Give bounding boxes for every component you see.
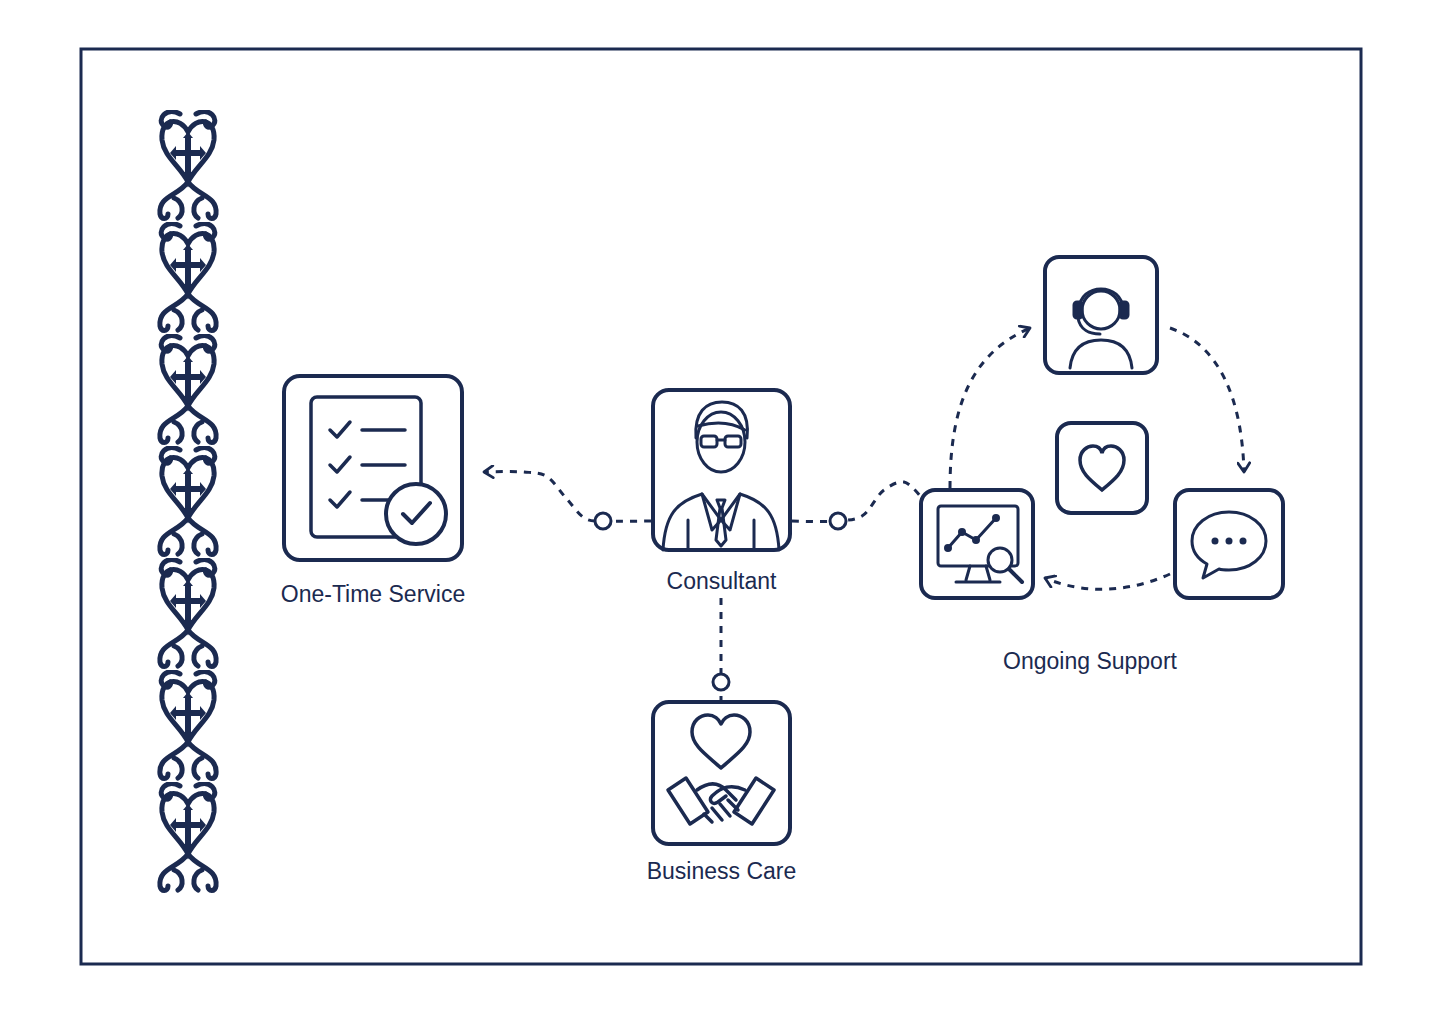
fingers — [704, 800, 738, 822]
ornament-motif — [160, 224, 216, 331]
necktie — [716, 500, 726, 546]
glasses-lens — [725, 436, 741, 447]
box-outline — [651, 700, 792, 846]
connector-group — [713, 598, 729, 700]
analytics-icon — [938, 506, 1022, 582]
chart-point — [960, 530, 965, 535]
heart-symbol — [692, 715, 750, 768]
cycle-arrow — [1045, 574, 1170, 589]
ornament-motif — [160, 672, 216, 779]
chart-point — [974, 538, 979, 543]
check-mark — [330, 492, 350, 507]
connector-dot — [830, 513, 846, 529]
sleeve-right — [734, 778, 774, 824]
support-cluster — [921, 257, 1283, 598]
check-mark — [330, 457, 350, 472]
checklist-icon — [311, 397, 446, 544]
node-label: One-Time Service — [262, 581, 484, 607]
connector-dot — [713, 674, 729, 690]
icon-frame — [1045, 257, 1157, 373]
ornament-motif — [160, 448, 216, 555]
box-outline — [651, 388, 792, 552]
ornament-motif — [160, 336, 216, 443]
box-outline — [282, 374, 464, 562]
chat-dot — [1212, 538, 1219, 545]
node-label: Business Care — [631, 858, 812, 884]
chat-dot — [1226, 538, 1233, 545]
chart-point — [994, 516, 999, 521]
microphone-arm — [1078, 318, 1100, 334]
consultant-icon — [663, 402, 779, 550]
connector-dot — [595, 513, 611, 529]
dashed-connector — [484, 472, 651, 522]
icon-frame — [921, 490, 1033, 598]
magnifier-handle — [1009, 569, 1022, 582]
heart-symbol — [1080, 446, 1124, 490]
headband — [1079, 289, 1123, 310]
connector-group — [484, 472, 651, 529]
glasses-bridge — [717, 439, 725, 442]
icon-group: Ongoing Support — [921, 250, 1290, 680]
jacket-lines — [688, 520, 754, 550]
icon-box: Consultant — [651, 388, 792, 598]
shoulders — [663, 494, 779, 550]
check-badge — [386, 484, 446, 544]
ornament-motif — [160, 112, 216, 219]
glasses-lens — [701, 436, 717, 447]
connector-group — [792, 482, 921, 529]
icon-box: Business Care — [631, 700, 812, 890]
check-mark — [330, 422, 350, 437]
cycle-arrow — [950, 328, 1030, 488]
chat-icon — [1192, 512, 1266, 578]
cycle-arrow — [1170, 328, 1244, 472]
node-label: Consultant — [651, 568, 792, 594]
dashed-connector — [792, 482, 921, 522]
head-shape — [1082, 291, 1120, 329]
icon-box: One-Time Service — [262, 374, 484, 614]
shoulders — [1070, 340, 1132, 368]
head-shape — [697, 412, 745, 472]
icon-frame — [1057, 423, 1147, 513]
business-care-icon — [668, 715, 774, 824]
chart-line — [948, 518, 996, 548]
headset-icon — [1070, 289, 1132, 368]
dashed-connector — [720, 598, 723, 700]
icon-frame — [1175, 490, 1283, 598]
ornament-motif — [160, 560, 216, 667]
earpiece — [1120, 302, 1128, 318]
node-label: Ongoing Support — [921, 648, 1259, 674]
hairline — [698, 423, 745, 430]
chat-dot — [1240, 538, 1247, 545]
chart-point — [946, 546, 951, 551]
cycle-arrows — [950, 328, 1244, 589]
page-border — [81, 49, 1361, 964]
ornament-band — [160, 112, 216, 891]
check-mark — [403, 503, 430, 523]
earpiece — [1074, 302, 1082, 318]
ornament-motif — [160, 784, 216, 891]
speech-bubble — [1192, 512, 1266, 578]
